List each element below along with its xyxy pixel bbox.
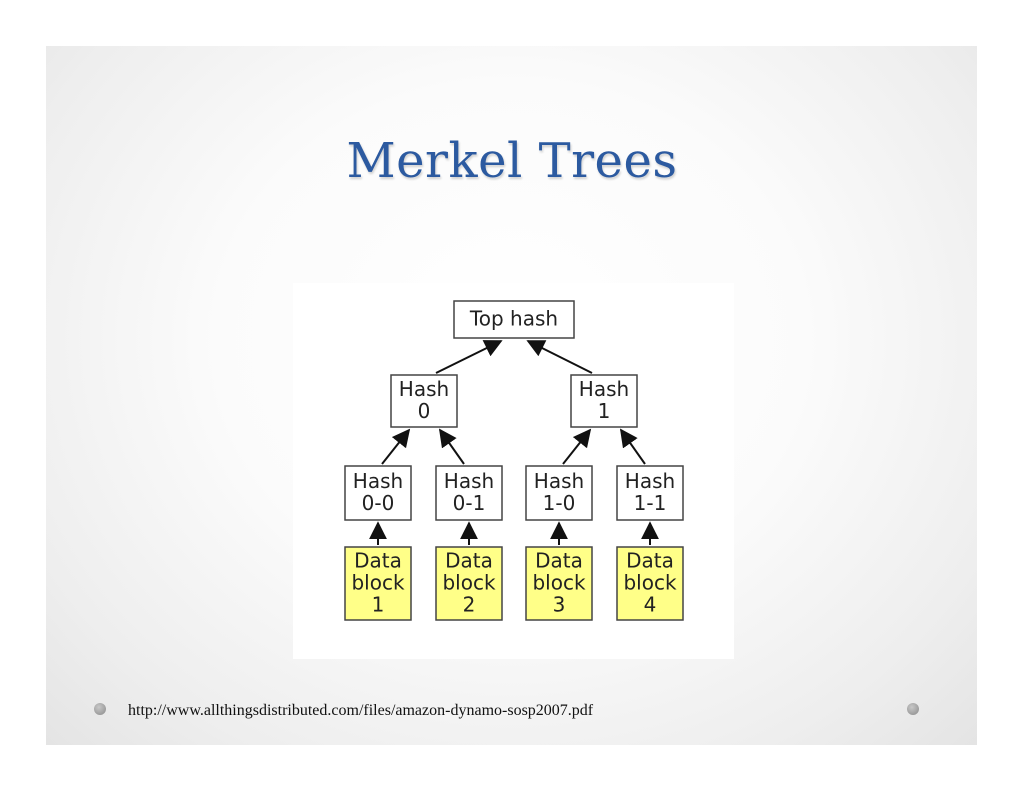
node-label-line: 1	[372, 593, 385, 617]
hash-node-top: Top hash	[453, 300, 575, 339]
node-box	[435, 465, 503, 521]
node-label-line: Data	[354, 549, 402, 573]
node-label-line: 3	[553, 593, 566, 617]
node-box	[570, 374, 638, 428]
edge-h1-to-top	[526, 340, 593, 374]
bullet-left-icon	[94, 703, 106, 715]
node-label-line: 4	[644, 593, 657, 617]
node-label-line: Data	[626, 549, 674, 573]
slide-title: Merkel Trees	[346, 133, 678, 189]
nodes-layer: Top hashHash0Hash1Hash0-0Hash0-1Hash1-0H…	[344, 300, 684, 621]
node-box	[616, 546, 684, 621]
bullet-right-icon	[907, 703, 919, 715]
node-label-line: 1-1	[634, 491, 667, 515]
node-label-line: Hash	[534, 469, 584, 493]
node-label-line: Hash	[399, 377, 449, 401]
node-box	[435, 546, 503, 621]
edge-h10-to-h1	[562, 428, 592, 465]
node-label-line: Data	[445, 549, 493, 573]
node-box	[525, 546, 593, 621]
edge-h00-to-h0	[381, 428, 411, 465]
node-label-line: 1	[598, 399, 611, 423]
node-label-line: 2	[463, 593, 476, 617]
node-box	[453, 300, 575, 339]
node-label-line: Hash	[444, 469, 494, 493]
node-label-line: block	[442, 571, 495, 595]
node-label-line: block	[351, 571, 404, 595]
node-label-line: block	[532, 571, 585, 595]
edge-h01-to-h0	[438, 428, 465, 465]
node-label-line: block	[623, 571, 676, 595]
node-label-line: 0	[418, 399, 431, 423]
edges-layer	[369, 340, 659, 545]
edge-h11-to-h1	[619, 428, 646, 465]
node-box	[616, 465, 684, 521]
node-label-line: Hash	[579, 377, 629, 401]
source-url[interactable]: http://www.allthingsdistributed.com/file…	[128, 702, 594, 719]
node-box	[390, 374, 458, 428]
node-box	[525, 465, 593, 521]
node-label-line: 0-1	[453, 491, 486, 515]
edge-h0-to-top	[435, 340, 503, 374]
node-box	[344, 465, 412, 521]
node-label-line: Data	[535, 549, 583, 573]
node-label-line: 1-0	[543, 491, 576, 515]
node-label-line: Hash	[625, 469, 675, 493]
node-label-line: Top hash	[469, 307, 558, 331]
node-label-line: 0-0	[362, 491, 395, 515]
node-label-line: Hash	[353, 469, 403, 493]
node-box	[344, 546, 412, 621]
